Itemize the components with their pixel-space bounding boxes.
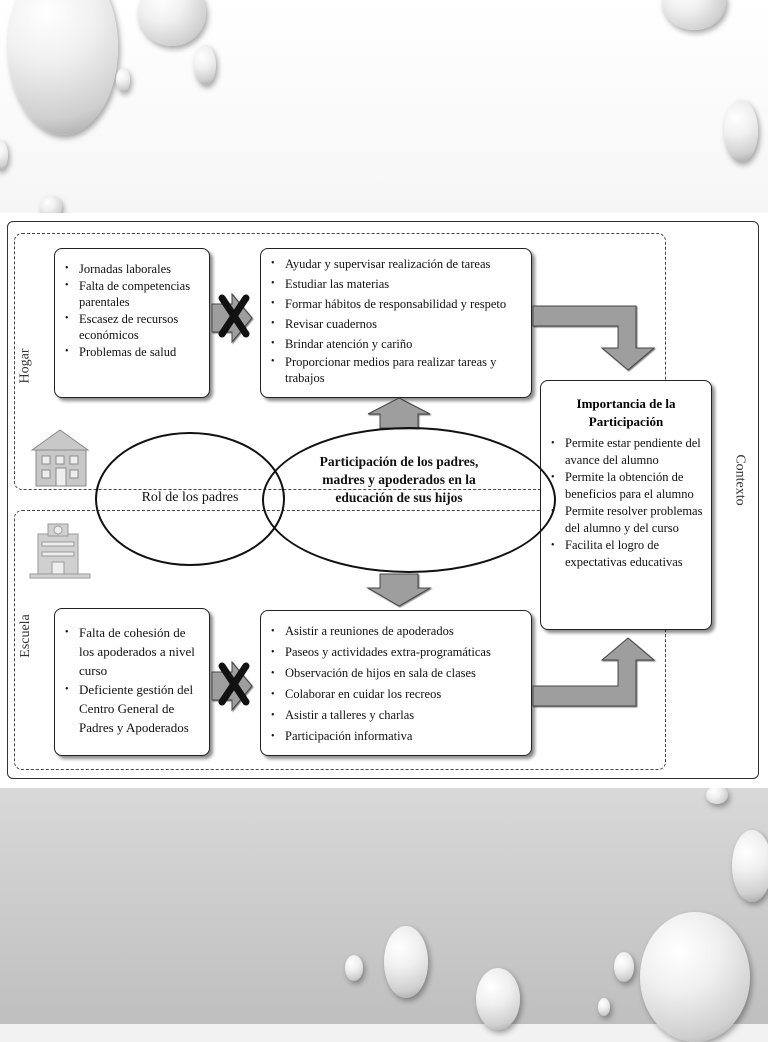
list-item: Asistir a reuniones de apoderados (267, 621, 523, 642)
escuela-barriers-box: Falta de cohesión de los apoderados a ni… (54, 608, 210, 756)
list-item: Permite la obtención de beneficios para … (547, 469, 705, 503)
water-drop (116, 68, 130, 92)
participacion-ellipse (262, 427, 556, 573)
participacion-label: Participación de los padres, madres y ap… (319, 454, 479, 505)
importance-box: Importancia de la Participación Permite … (540, 380, 712, 630)
list-item: Estudiar las materias (267, 274, 523, 294)
water-drop (384, 926, 428, 998)
water-drop (732, 830, 768, 902)
list-item: Proporcionar medios para realizar tareas… (267, 354, 523, 386)
water-drop (194, 45, 216, 85)
list-item: Jornadas laborales (61, 261, 203, 278)
water-drop (640, 912, 750, 1042)
list-item: Escasez de recursos económicos (61, 311, 203, 344)
list-item: Falta de cohesión de los apoderados a ni… (61, 623, 203, 680)
context-label: Contexto (732, 454, 748, 506)
list-item: Permite resolver problemas del alumno y … (547, 503, 705, 537)
rol-label: Rol de los padres (141, 490, 239, 505)
water-drop (40, 196, 62, 218)
list-item: Asistir a talleres y charlas (267, 705, 523, 726)
list-item: Paseos y actividades extra-programáticas (267, 642, 523, 663)
list-item: Brindar atención y cariño (267, 334, 523, 354)
water-drop (724, 100, 758, 162)
water-drop (598, 998, 610, 1016)
water-drop (614, 952, 634, 982)
list-item: Facilita el logro de expectativas educat… (547, 537, 705, 571)
list-item: Deficiente gestión del Centro General de… (61, 680, 203, 737)
list-item: Problemas de salud (61, 344, 203, 361)
list-item: Formar hábitos de responsabilidad y resp… (267, 294, 523, 314)
list-item: Ayudar y supervisar realización de tarea… (267, 254, 523, 274)
escuela-actions-box: Asistir a reuniones de apoderados Paseos… (260, 610, 532, 756)
importance-title: Importancia de la Participación (576, 396, 676, 429)
hogar-barriers-box: Jornadas laborales Falta de competencias… (54, 248, 210, 398)
escuela-label: Escuela (17, 614, 33, 658)
water-drop (0, 140, 8, 170)
hogar-actions-box: Ayudar y supervisar realización de tarea… (260, 248, 532, 398)
water-drop (706, 786, 728, 804)
list-item: Colaborar en cuidar los recreos (267, 684, 523, 705)
water-drop (345, 955, 363, 981)
background-top (0, 0, 768, 215)
hogar-label: Hogar (17, 348, 33, 384)
list-item: Observación de hijos en sala de clases (267, 663, 523, 684)
list-item: Revisar cuadernos (267, 314, 523, 334)
list-item: Participación informativa (267, 726, 523, 747)
water-drop (8, 0, 118, 135)
list-item: Falta de competencias parentales (61, 278, 203, 311)
list-item: Permite estar pendiente del avance del a… (547, 435, 705, 469)
water-drop (476, 968, 520, 1030)
